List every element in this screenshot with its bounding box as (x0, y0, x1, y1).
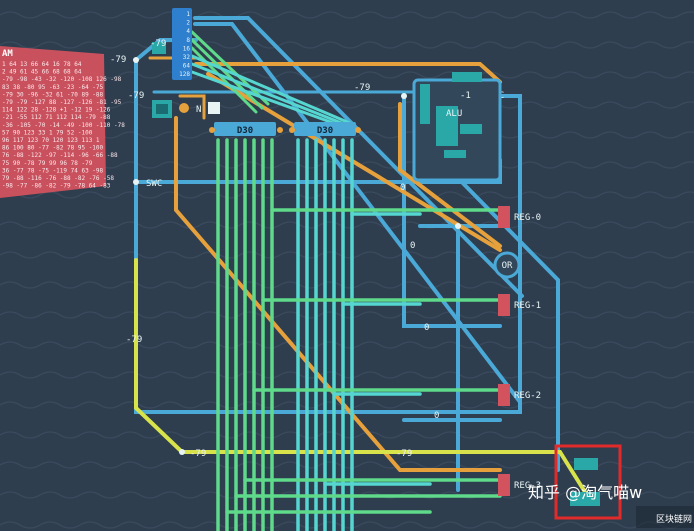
alu-label: ALU (446, 109, 462, 119)
d30-b-label: D30 (317, 126, 333, 136)
wire-cyan-bus (296, 138, 354, 531)
wire-label-mid: -79 (354, 83, 370, 93)
wire-label-top: -79 (150, 39, 166, 49)
wire-orange-diag (174, 116, 502, 472)
ram-row: 76 -88 -122 -97 -114 -96 -66 -88 (2, 152, 118, 159)
output-highlight[interactable] (554, 444, 622, 520)
wire-label-zero-d: 0 (434, 411, 439, 421)
ram-row: -98 -77 -86 -82 -79 -78 64 -83 (2, 183, 111, 190)
ram-row: -36 -105 -70 -14 -49 -100 -110 -78 (2, 122, 125, 129)
wire-label-zero-a: 0 (400, 183, 405, 193)
reg-2-label: REG-2 (514, 391, 541, 401)
wire-green-diagonals (190, 30, 270, 114)
wire-label-left-vertical: -79 (126, 335, 142, 345)
swc-left-label: SWC (146, 179, 162, 189)
ram-row: 83 38 -80 95 -63 -23 -64 -75 (2, 84, 104, 91)
d30-pins (209, 127, 361, 133)
wire-label-top-left: -79 (110, 55, 126, 65)
wire-green-bus (216, 138, 274, 531)
watermark: 知乎 @淘气喵w 区块链网 (528, 483, 694, 528)
ram-panel[interactable]: AM 1 64 13 66 64 16 78 642 49 61 45 66 6… (0, 46, 125, 198)
ram-row: 36 -77 78 -75 -119 74 63 -98 (2, 167, 104, 174)
wire-label-bottom-a: -79 (190, 449, 206, 459)
mini-block[interactable] (152, 42, 166, 54)
n-block-label: N (196, 105, 201, 115)
input-port-label: 1 (186, 11, 190, 18)
register-0[interactable]: REG-0 (498, 206, 541, 228)
wire-orange-n (178, 94, 206, 120)
ram-row: -79 -98 -43 -32 -120 -108 126 -98 (2, 76, 122, 83)
wire-blue-diag-b (193, 22, 522, 404)
wire-label-zero-c: 0 (424, 323, 429, 333)
swc-left[interactable]: SWC (133, 179, 162, 189)
ram-row: -79 -79 -127 88 -127 -126 -81 -95 (2, 99, 122, 106)
ram-row: 1 64 13 66 64 16 78 64 (2, 61, 82, 68)
wire-cyan-diagonals (190, 54, 354, 126)
wire-label-zero-b: 0 (410, 241, 415, 251)
d30-block-b[interactable]: D30 (294, 122, 356, 136)
reg-0-label: REG-0 (514, 213, 541, 223)
wire-label-left: -79 (128, 91, 144, 101)
watermark-badge-bg (636, 506, 694, 528)
reg-3-label: REG-3 (514, 481, 541, 491)
input-port-label: 128 (179, 71, 190, 78)
input-port-label: 2 (186, 20, 190, 27)
ram-row: 57 90 123 33 1 79 52 -100 (2, 129, 93, 136)
input-port-label: 64 (183, 63, 191, 70)
ram-row: -21 -55 112 71 112 114 -79 -88 (2, 114, 111, 121)
alu-block[interactable]: ALU (412, 72, 502, 182)
ram-panel-title: AM (2, 49, 13, 59)
register-2[interactable]: REG-2 (498, 384, 541, 406)
wire-label-top-right: -1 (460, 91, 471, 101)
input-port-label: 16 (183, 45, 191, 52)
wire-orange-top (194, 62, 502, 84)
wire-green-taps (225, 208, 502, 514)
wire-nodes (133, 57, 461, 455)
ram-rows: 1 64 13 66 64 16 78 642 49 61 45 66 68 6… (2, 61, 125, 190)
ram-row: -79 30 -96 -32 61 -70 89 -88 (2, 91, 104, 98)
selector-block[interactable] (152, 100, 172, 118)
ram-row: 79 -88 -116 -76 -88 -82 -76 -58 (2, 175, 114, 182)
input-port-label: 8 (186, 37, 190, 44)
wire-cyan-taps (323, 212, 432, 486)
ram-row: 2 49 61 45 66 68 68 64 (2, 69, 82, 76)
ram-row: 75 90 -78 79 99 96 78 -79 (2, 160, 93, 167)
watermark-badge: 区块链网 (656, 513, 692, 525)
n-block[interactable]: N (179, 102, 220, 115)
d30-a-label: D30 (237, 126, 253, 136)
input-port-label: 4 (186, 28, 190, 35)
wire-label-bottom-b: -79 (396, 449, 412, 459)
register-1[interactable]: REG-1 (498, 294, 541, 316)
watermark-text: 知乎 @淘气喵w (528, 483, 642, 502)
or-label: OR (502, 261, 513, 271)
input-port-label: 32 (183, 54, 191, 61)
wire-orange-alu (398, 102, 502, 248)
ram-row: 86 100 80 -77 -82 78 95 -100 (2, 145, 104, 152)
ram-row: 114 122 28 -128 +1 -12 19 -126 (2, 107, 111, 114)
wire-blue-right (448, 168, 560, 472)
register-3[interactable]: REG-3 (498, 474, 541, 496)
d30-block-a[interactable]: D30 (214, 122, 276, 136)
wire-blue-diag-a (193, 16, 524, 298)
reg-1-label: REG-1 (514, 301, 541, 311)
or-gate[interactable]: OR (493, 251, 521, 279)
ram-row: 96 117 123 70 120 123 113 1 (2, 137, 100, 144)
